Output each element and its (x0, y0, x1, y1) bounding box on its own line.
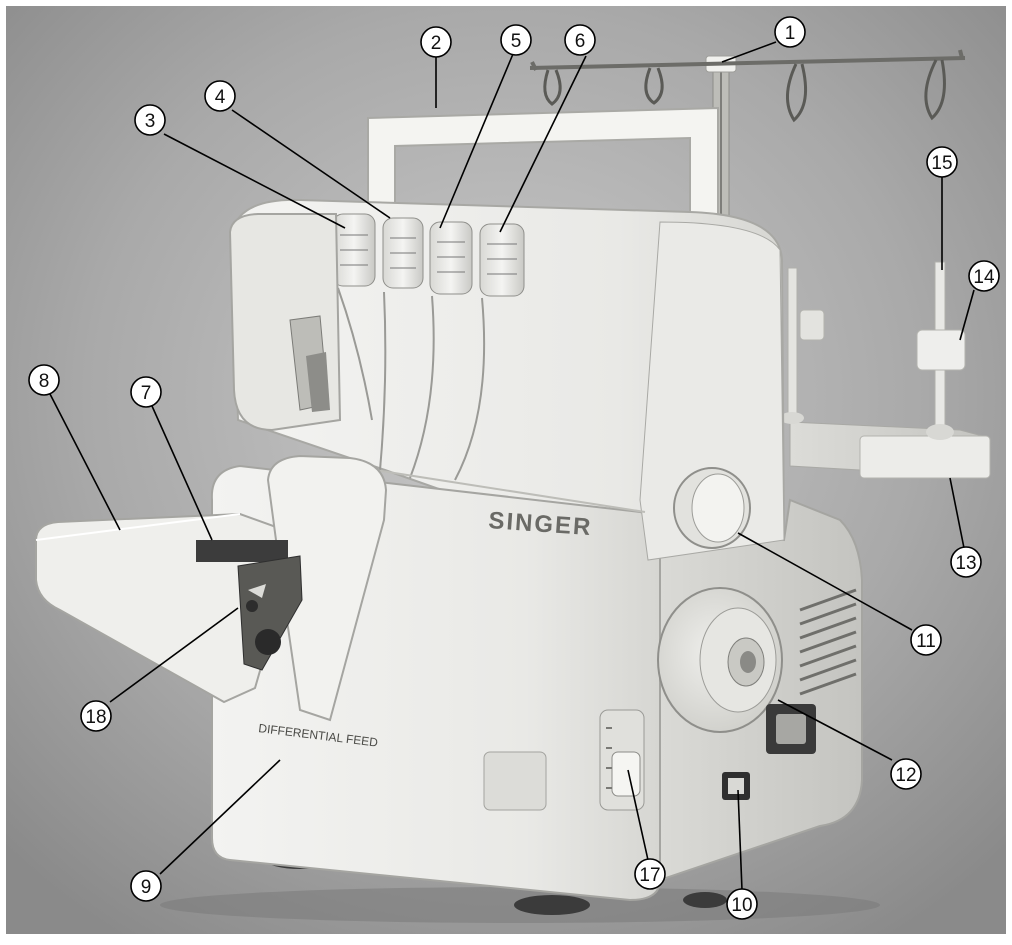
callout-9: 9 (130, 870, 162, 902)
front-latch (483, 751, 547, 811)
foot-center (514, 895, 590, 915)
callout-15-label: 15 (931, 153, 952, 174)
leader-lines (49, 41, 975, 891)
callout-2: 2 (420, 26, 452, 58)
thread-loop-1 (543, 69, 562, 106)
callout-8-label: 8 (39, 371, 50, 392)
callout-17: 17 (634, 858, 666, 890)
callout-3: 3 (134, 104, 166, 136)
callout-18-label: 18 (85, 707, 106, 728)
callout-12-label: 12 (895, 765, 916, 786)
callout-13: 13 (950, 546, 982, 578)
foot-front-right (683, 892, 727, 908)
callout-5-label: 5 (511, 31, 522, 52)
spool-pin-right-base (926, 424, 954, 440)
thread-guide-bar (529, 56, 966, 70)
callout-15: 15 (926, 146, 958, 178)
callout-6: 6 (564, 24, 596, 56)
callout-14: 14 (968, 260, 1000, 292)
callout-5: 5 (500, 24, 532, 56)
spool-holder (916, 329, 966, 371)
callout-1-label: 1 (785, 23, 796, 44)
upper-right-shell (639, 221, 785, 561)
spool-holder-left (799, 309, 825, 341)
spool-pin-left-base (780, 412, 804, 424)
side-cover-tab (266, 454, 388, 722)
spool-pin-left (787, 267, 798, 419)
callout-4: 4 (204, 80, 236, 112)
thread-loop-3 (786, 63, 808, 123)
knife-knob (255, 629, 281, 655)
callout-14-label: 14 (973, 267, 995, 288)
tension-dials (332, 213, 525, 297)
vent-grille (799, 588, 857, 696)
thread-loop-4 (924, 59, 946, 121)
callout-6-label: 6 (575, 31, 586, 52)
callout-1: 1 (774, 16, 806, 48)
upper-knife (237, 555, 303, 671)
callout-7-label: 7 (141, 383, 152, 404)
callout-8: 8 (28, 364, 60, 396)
callout-11: 11 (910, 624, 942, 656)
callout-3-label: 3 (145, 111, 156, 132)
callout-11-label: 11 (916, 631, 936, 652)
callout-4-label: 4 (215, 87, 226, 108)
callout-18: 18 (80, 700, 112, 732)
callout-9-label: 9 (141, 877, 152, 898)
thread-stand-base (859, 435, 991, 479)
callout-markers: 1 2 3 4 5 6 7 8 9 10 11 12 13 14 15 17 1… (28, 16, 1000, 920)
thread-loop-2 (644, 67, 664, 105)
callout-13-label: 13 (955, 553, 976, 574)
callout-12: 12 (890, 758, 922, 790)
presser-lever (306, 352, 330, 412)
callout-10-label: 10 (731, 895, 752, 916)
differential-feed-lever (611, 751, 641, 797)
callout-7: 7 (130, 376, 162, 408)
callout-10: 10 (726, 888, 758, 920)
callout-2-label: 2 (431, 33, 442, 54)
callout-17-label: 17 (639, 865, 660, 886)
needle-plate (196, 540, 288, 562)
